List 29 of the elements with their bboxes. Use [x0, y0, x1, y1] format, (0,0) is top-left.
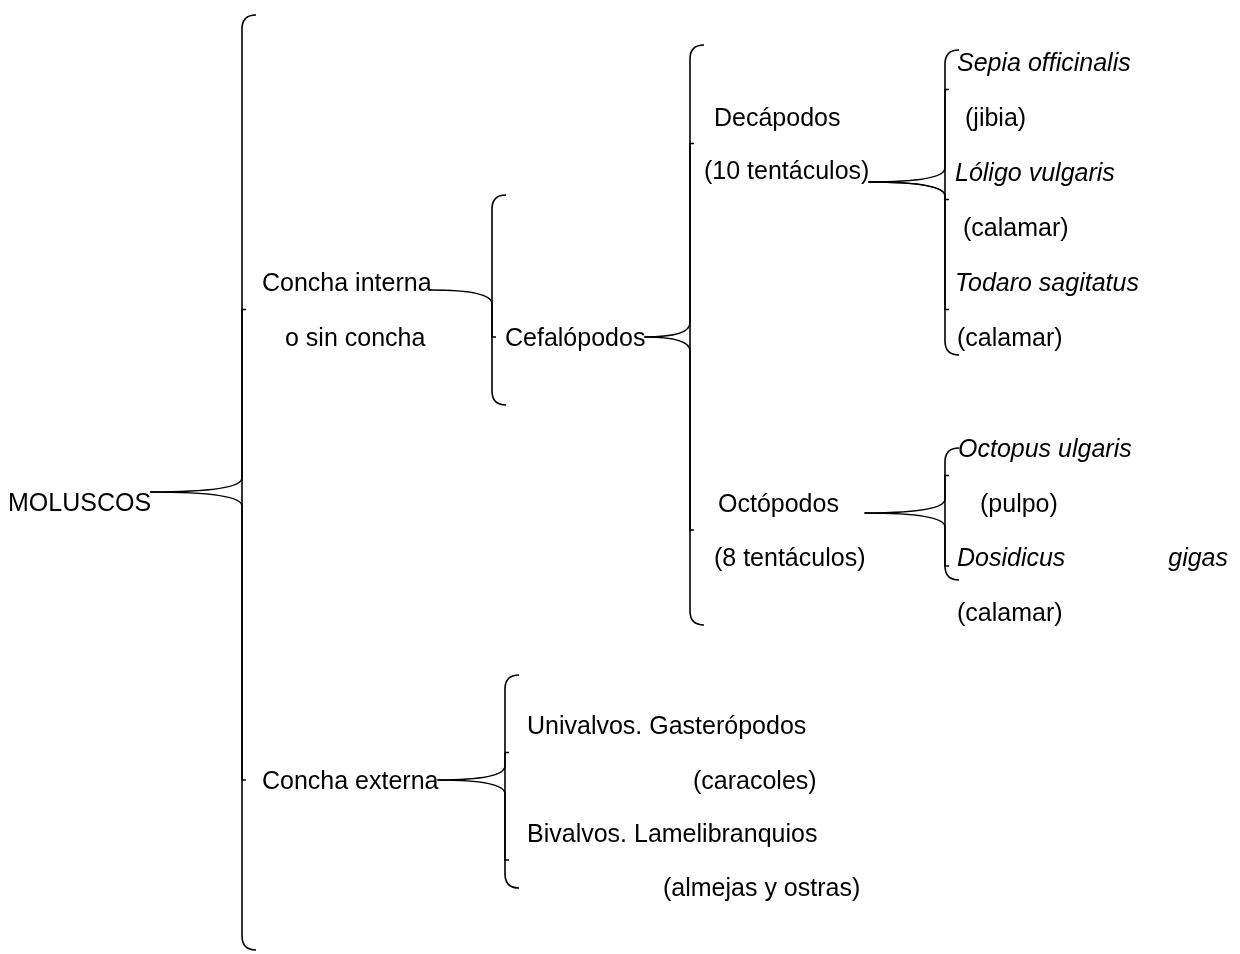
category-label: Octópodos [718, 488, 839, 518]
brace-connector [643, 336, 695, 531]
category-label: Decápodos [714, 102, 841, 132]
brace-connector [429, 289, 497, 338]
common-name: (pulpo) [980, 488, 1058, 518]
category-label: (8 tentáculos) [714, 542, 866, 572]
category-label: MOLUSCOS [8, 487, 152, 517]
common-name: (calamar) [957, 597, 1063, 627]
category-label: (10 tentáculos) [704, 155, 870, 185]
category-label: Concha externa [262, 765, 439, 795]
common-name: (calamar) [963, 212, 1069, 242]
brace-connector [867, 181, 950, 311]
category-label: (caracoles) [693, 765, 817, 795]
species-name: Lóligo vulgaris [955, 157, 1115, 187]
brace-connector [436, 779, 510, 861]
species-name: Todaro sagitatus [955, 267, 1139, 297]
category-label: (almejas y ostras) [663, 872, 861, 902]
category-label: o sin concha [285, 322, 426, 352]
category-label: Univalvos. Gasterópodos [527, 710, 807, 740]
species-name: Octopus ulgaris [958, 433, 1132, 463]
category-label: Cefalópodos [505, 322, 646, 352]
species-name: Dosidicus gigas [957, 542, 1228, 572]
species-name: Sepia officinalis [957, 47, 1131, 77]
brace-connector [863, 512, 950, 567]
category-label: Concha interna [262, 267, 432, 297]
brace-connector [149, 491, 247, 781]
common-name: (calamar) [957, 322, 1063, 352]
category-label: Bivalvos. Lamelibranquios [527, 818, 818, 848]
common-name: (jibia) [965, 102, 1027, 132]
